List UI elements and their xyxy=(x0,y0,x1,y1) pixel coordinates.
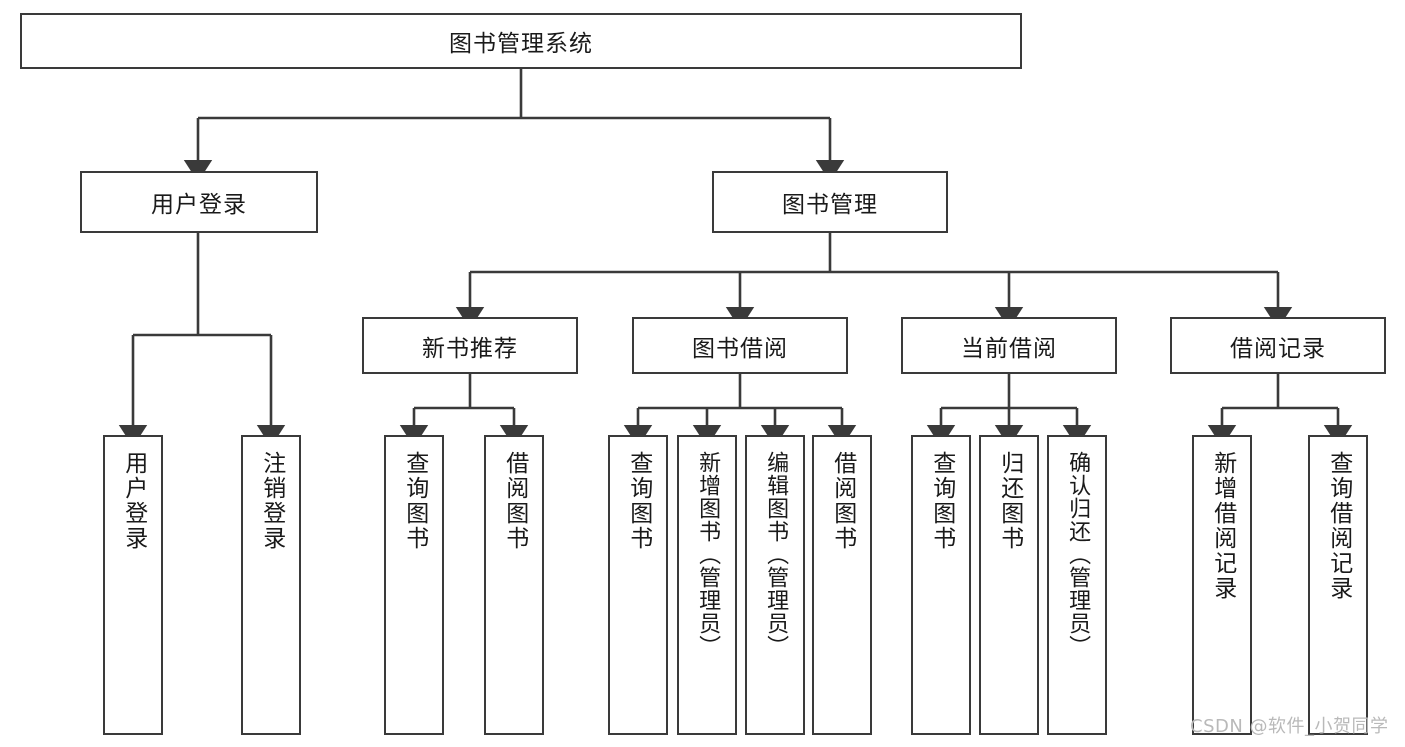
node-leaf-edit-book-label: 编辑图书（管理员） xyxy=(763,451,789,658)
node-current-borrow-label: 当前借阅 xyxy=(961,335,1057,362)
node-borrow-record[interactable]: 借阅记录 xyxy=(1170,317,1386,374)
node-leaf-borrow-book-2-label: 借阅图书 xyxy=(829,451,856,551)
node-leaf-borrow-book-1[interactable]: 借阅图书 xyxy=(484,435,544,735)
node-leaf-add-book[interactable]: 新增图书（管理员） xyxy=(677,435,737,735)
node-leaf-add-record[interactable]: 新增借阅记录 xyxy=(1192,435,1252,735)
node-book-manage-label: 图书管理 xyxy=(782,192,878,218)
node-leaf-query-record[interactable]: 查询借阅记录 xyxy=(1308,435,1368,735)
node-leaf-logout-label: 注销登录 xyxy=(258,451,285,551)
node-user-login-label: 用户登录 xyxy=(151,192,247,218)
node-leaf-logout[interactable]: 注销登录 xyxy=(241,435,301,735)
node-root[interactable]: 图书管理系统 xyxy=(20,13,1022,69)
node-leaf-query-book-2[interactable]: 查询图书 xyxy=(608,435,668,735)
node-leaf-borrow-book-1-label: 借阅图书 xyxy=(501,451,528,551)
node-leaf-confirm-return-label: 确认归还（管理员） xyxy=(1065,451,1091,658)
node-root-label: 图书管理系统 xyxy=(449,31,593,57)
node-borrow-record-label: 借阅记录 xyxy=(1230,335,1326,362)
node-leaf-return-book[interactable]: 归还图书 xyxy=(979,435,1039,735)
node-leaf-add-record-label: 新增借阅记录 xyxy=(1209,451,1236,601)
node-book-borrow[interactable]: 图书借阅 xyxy=(632,317,848,374)
node-leaf-query-book-2-label: 查询图书 xyxy=(625,451,652,551)
node-leaf-edit-book[interactable]: 编辑图书（管理员） xyxy=(745,435,805,735)
node-leaf-user-login-label: 用户登录 xyxy=(120,451,147,551)
node-new-book-recommend[interactable]: 新书推荐 xyxy=(362,317,578,374)
node-leaf-confirm-return[interactable]: 确认归还（管理员） xyxy=(1047,435,1107,735)
node-leaf-query-book-3-label: 查询图书 xyxy=(928,451,955,551)
node-leaf-add-book-label: 新增图书（管理员） xyxy=(695,451,721,658)
node-leaf-return-book-label: 归还图书 xyxy=(996,451,1023,551)
node-leaf-query-record-label: 查询借阅记录 xyxy=(1325,451,1352,601)
node-leaf-query-book-1-label: 查询图书 xyxy=(401,451,428,551)
node-leaf-borrow-book-2[interactable]: 借阅图书 xyxy=(812,435,872,735)
node-user-login[interactable]: 用户登录 xyxy=(80,171,318,233)
node-leaf-query-book-3[interactable]: 查询图书 xyxy=(911,435,971,735)
node-leaf-query-book-1[interactable]: 查询图书 xyxy=(384,435,444,735)
csdn-watermark: CSDN @软件_小贺同学 xyxy=(1190,716,1389,737)
node-leaf-user-login[interactable]: 用户登录 xyxy=(103,435,163,735)
node-new-book-recommend-label: 新书推荐 xyxy=(422,335,518,362)
node-book-borrow-label: 图书借阅 xyxy=(692,335,788,362)
node-book-manage[interactable]: 图书管理 xyxy=(712,171,948,233)
node-current-borrow[interactable]: 当前借阅 xyxy=(901,317,1117,374)
